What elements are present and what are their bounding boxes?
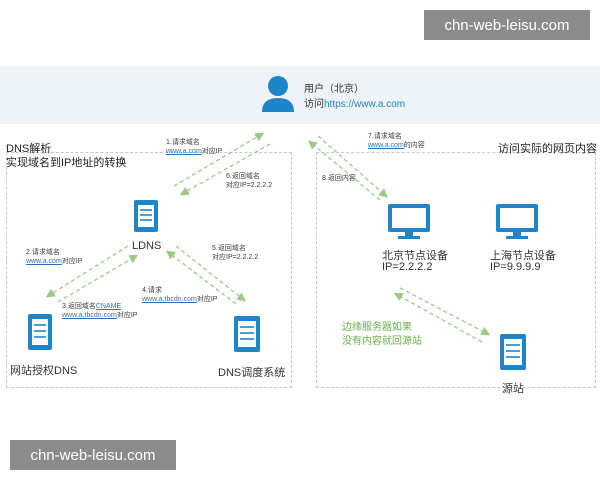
step-7-label: 7.请求域名 www.a.com的内容 bbox=[368, 132, 425, 150]
step-2-label: 2.请求域名 www.a.com对应IP bbox=[26, 248, 82, 266]
step-1-line1: 1.请求域名 bbox=[166, 139, 200, 146]
step-3-suffix: 对应IP bbox=[116, 312, 138, 319]
arrow-4 bbox=[175, 245, 247, 302]
step-4-line1: 4.请求 bbox=[142, 287, 162, 294]
step-3-prefix: 3.返回域名 bbox=[62, 303, 96, 310]
watermark-top: chn-web-leisu.com bbox=[424, 10, 590, 40]
ldns-label: LDNS bbox=[132, 240, 162, 252]
step-7-link[interactable]: www.a.com bbox=[368, 142, 404, 149]
arrow-from-origin bbox=[393, 292, 483, 343]
ldns-server-icon bbox=[134, 200, 158, 232]
beijing-monitor-icon bbox=[388, 204, 430, 239]
step-3-label: 3.返回域名CNAME www.a.tbcdn.com对应IP bbox=[62, 302, 137, 320]
user-title: 用户（北京） bbox=[304, 84, 364, 95]
dns-panel bbox=[6, 152, 292, 388]
edge-annotation-line2: 没有内容就回源站 bbox=[342, 336, 422, 347]
watermark-bottom: chn-web-leisu.com bbox=[10, 440, 176, 470]
dns-scheduler-label: DNS调度系统 bbox=[218, 367, 286, 379]
step-2-link[interactable]: www.a.com bbox=[26, 258, 62, 265]
user-url[interactable]: https://www.a.com bbox=[324, 99, 406, 110]
step-1-label: 1.请求域名 www.a.com对应IP bbox=[166, 138, 222, 156]
step-4-label: 4.请求 www.a.tbcdn.com对应IP bbox=[142, 286, 217, 304]
arrow-6 bbox=[179, 143, 271, 196]
authoritative-dns-server-icon bbox=[28, 314, 52, 350]
edge-annotation-line1: 边缘服务器如果 bbox=[342, 322, 412, 333]
dns-panel-title-1: DNS解析 bbox=[6, 143, 52, 155]
step-3-cname[interactable]: CNAME bbox=[95, 303, 122, 310]
step-5-line1: 5.返回域名 bbox=[212, 245, 246, 252]
step-3-link[interactable]: www.a.tbcdn.com bbox=[62, 312, 117, 319]
shanghai-monitor-icon bbox=[496, 204, 538, 239]
shanghai-title: 上海节点设备 bbox=[490, 250, 556, 262]
step-6-line1: 6.返回域名 bbox=[226, 173, 260, 180]
user-band bbox=[0, 66, 600, 124]
content-panel bbox=[316, 152, 596, 388]
step-7-line1: 7.请求域名 bbox=[368, 133, 402, 140]
arrow-2 bbox=[45, 245, 129, 298]
step-2-line1: 2.请求域名 bbox=[26, 249, 60, 256]
arrow-to-origin bbox=[399, 287, 491, 336]
step-6-label: 6.返回域名 对应IP=2.2.2.2 bbox=[226, 172, 272, 190]
step-6-line2: 对应IP=2.2.2.2 bbox=[226, 182, 273, 189]
origin-server-icon bbox=[500, 334, 526, 370]
beijing-ip: IP=2.2.2.2 bbox=[382, 261, 433, 273]
arrow-7 bbox=[317, 135, 388, 198]
dns-scheduler-server-icon bbox=[234, 316, 260, 352]
step-4-suffix: 对应IP bbox=[196, 296, 218, 303]
arrow-3 bbox=[57, 254, 139, 303]
step-4-link[interactable]: www.a.tbcdn.com bbox=[142, 296, 197, 303]
step-1-link[interactable]: www.a.com bbox=[166, 148, 202, 155]
step-2-suffix: 对应IP bbox=[61, 258, 83, 265]
step-7-suffix: 的内容 bbox=[403, 142, 425, 149]
step-5-line2: 对应IP=2.2.2.2 bbox=[212, 254, 259, 261]
dns-panel-title-2: 实现域名到IP地址的转换 bbox=[6, 157, 127, 169]
user-visit: 访问https://www.a.com bbox=[304, 95, 405, 110]
arrow-8 bbox=[307, 140, 381, 201]
arrow-5 bbox=[165, 250, 237, 305]
arrow-1 bbox=[173, 132, 265, 187]
user-visit-prefix: 访问 bbox=[304, 99, 324, 110]
authoritative-dns-label: 网站授权DNS bbox=[10, 365, 78, 377]
step-8-label: 8.返回内容 bbox=[322, 174, 356, 183]
step-8-line1: 8.返回内容 bbox=[322, 175, 356, 182]
beijing-title: 北京节点设备 bbox=[382, 250, 448, 262]
shanghai-ip: IP=9.9.9.9 bbox=[490, 261, 541, 273]
origin-label: 源站 bbox=[502, 383, 524, 395]
content-panel-title: 访问实际的网页内容 bbox=[498, 143, 597, 155]
step-1-suffix: 对应IP bbox=[201, 148, 223, 155]
step-5-label: 5.返回域名 对应IP=2.2.2.2 bbox=[212, 244, 258, 262]
